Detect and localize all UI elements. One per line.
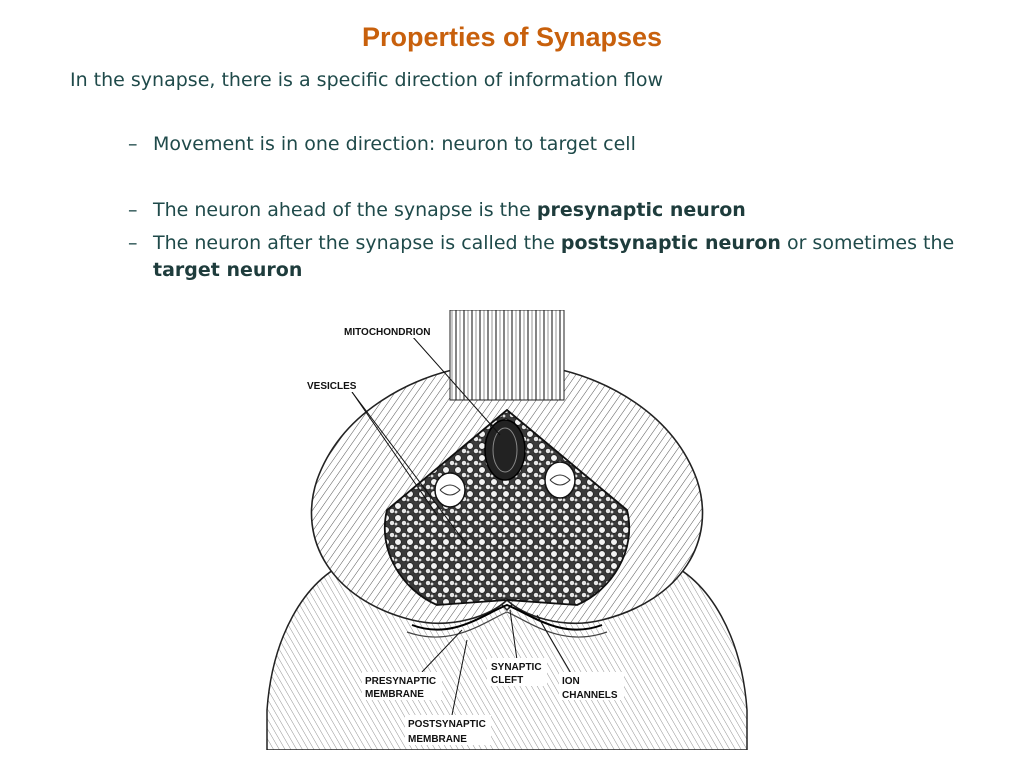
pointer-line	[351, 391, 438, 516]
bullet-text-plain: or sometimes the	[780, 232, 955, 254]
pointer-line	[351, 391, 468, 546]
pointer-line	[509, 609, 518, 661]
bullet-dash: –	[128, 133, 138, 155]
axon	[449, 310, 565, 401]
term-target-neuron: target neuron	[153, 259, 303, 281]
cutaway-interior	[383, 408, 631, 606]
pointer-line	[536, 614, 573, 676]
mitochondrion	[544, 461, 576, 499]
bullet-direction: – Movement is in one direction: neuron t…	[128, 131, 968, 158]
bullet-presynaptic: – The neuron ahead of the synapse is the…	[128, 197, 968, 224]
mitochondrion	[434, 472, 466, 508]
bullet-dash: –	[128, 199, 138, 221]
label-postsynaptic-membrane-line2: MEMBRANE	[408, 734, 467, 745]
synapse-drawing: MITOCHONDRION VESICLES SYNAPTIC CLEFT PR…	[266, 310, 748, 750]
bullet-text-plain: The neuron after the synapse is called t…	[153, 232, 561, 254]
label-postsynaptic-membrane-line1: POSTSYNAPTIC	[408, 719, 486, 730]
label-synaptic-cleft-line2: CLEFT	[491, 675, 523, 686]
label-vesicles: VESICLES	[307, 381, 357, 392]
label-ion-channels-line1: ION	[562, 676, 580, 687]
synaptic-cleft	[411, 603, 603, 631]
pointer-line	[451, 639, 468, 716]
label-presynaptic-membrane-line2: MEMBRANE	[365, 689, 424, 700]
bullet-text: The neuron ahead of the synapse is the p…	[153, 197, 968, 224]
label-synaptic-cleft-line1: SYNAPTIC	[491, 662, 542, 673]
slide-title: Properties of Synapses	[361, 22, 663, 52]
mitochondrion	[484, 419, 526, 481]
term-presynaptic-neuron: presynaptic neuron	[536, 199, 746, 221]
pointer-line	[421, 629, 463, 673]
bullet-text-plain: The neuron ahead of the synapse is the	[153, 199, 537, 221]
bullet-text: The neuron after the synapse is called t…	[153, 230, 968, 284]
bullet-dash: –	[128, 232, 138, 254]
intro-text: In the synapse, there is a specific dire…	[70, 69, 663, 91]
label-mitochondrion: MITOCHONDRION	[344, 327, 430, 338]
bullet-postsynaptic: – The neuron after the synapse is called…	[128, 230, 968, 284]
synapse-illustration: MITOCHONDRION VESICLES SYNAPTIC CLEFT PR…	[262, 310, 752, 750]
label-presynaptic-membrane-line1: PRESYNAPTIC	[365, 676, 436, 687]
bullet-text: Movement is in one direction: neuron to …	[153, 133, 636, 155]
term-postsynaptic-neuron: postsynaptic neuron	[560, 232, 781, 254]
label-ion-channels-line2: CHANNELS	[562, 690, 618, 701]
pointer-line	[411, 335, 501, 436]
